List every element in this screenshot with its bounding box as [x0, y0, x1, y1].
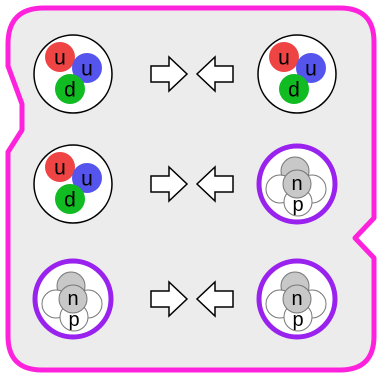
neutron-label: n — [291, 173, 302, 195]
quark-u — [296, 53, 326, 83]
quark-label: d — [64, 79, 76, 102]
nucleon-n — [282, 284, 312, 314]
quark-u — [45, 42, 75, 72]
left-arrow-icon — [195, 55, 234, 93]
right-arrow-icon — [150, 55, 189, 93]
left-arrow-icon — [195, 280, 234, 318]
quark-label: u — [305, 58, 317, 81]
quark-label: u — [81, 58, 93, 81]
quark-label: u — [278, 47, 290, 70]
right-arrow-icon — [150, 280, 189, 318]
quark-d — [55, 74, 85, 104]
quark-u — [72, 53, 102, 83]
right-particle: np — [256, 143, 338, 225]
quark-u — [45, 152, 75, 182]
right-arrow-icon — [150, 165, 189, 203]
proton-label: p — [292, 309, 303, 331]
neutron-label: n — [67, 288, 78, 310]
quark-label: u — [54, 157, 66, 180]
proton-label: p — [68, 309, 79, 331]
quark-u — [269, 42, 299, 72]
quark-label: d — [64, 189, 76, 212]
quark-d — [55, 184, 85, 214]
quark-label: u — [54, 47, 66, 70]
quark-u — [72, 163, 102, 193]
right-particle: np — [256, 258, 338, 340]
neutron-label: n — [291, 288, 302, 310]
quark-d — [279, 74, 309, 104]
quark-label: u — [81, 168, 93, 191]
left-particle: np — [32, 258, 114, 340]
quark-label: d — [288, 79, 300, 102]
nucleon-n — [58, 284, 88, 314]
nucleon-n — [282, 169, 312, 199]
left-arrow-icon — [195, 165, 234, 203]
proton-label: p — [292, 194, 303, 216]
